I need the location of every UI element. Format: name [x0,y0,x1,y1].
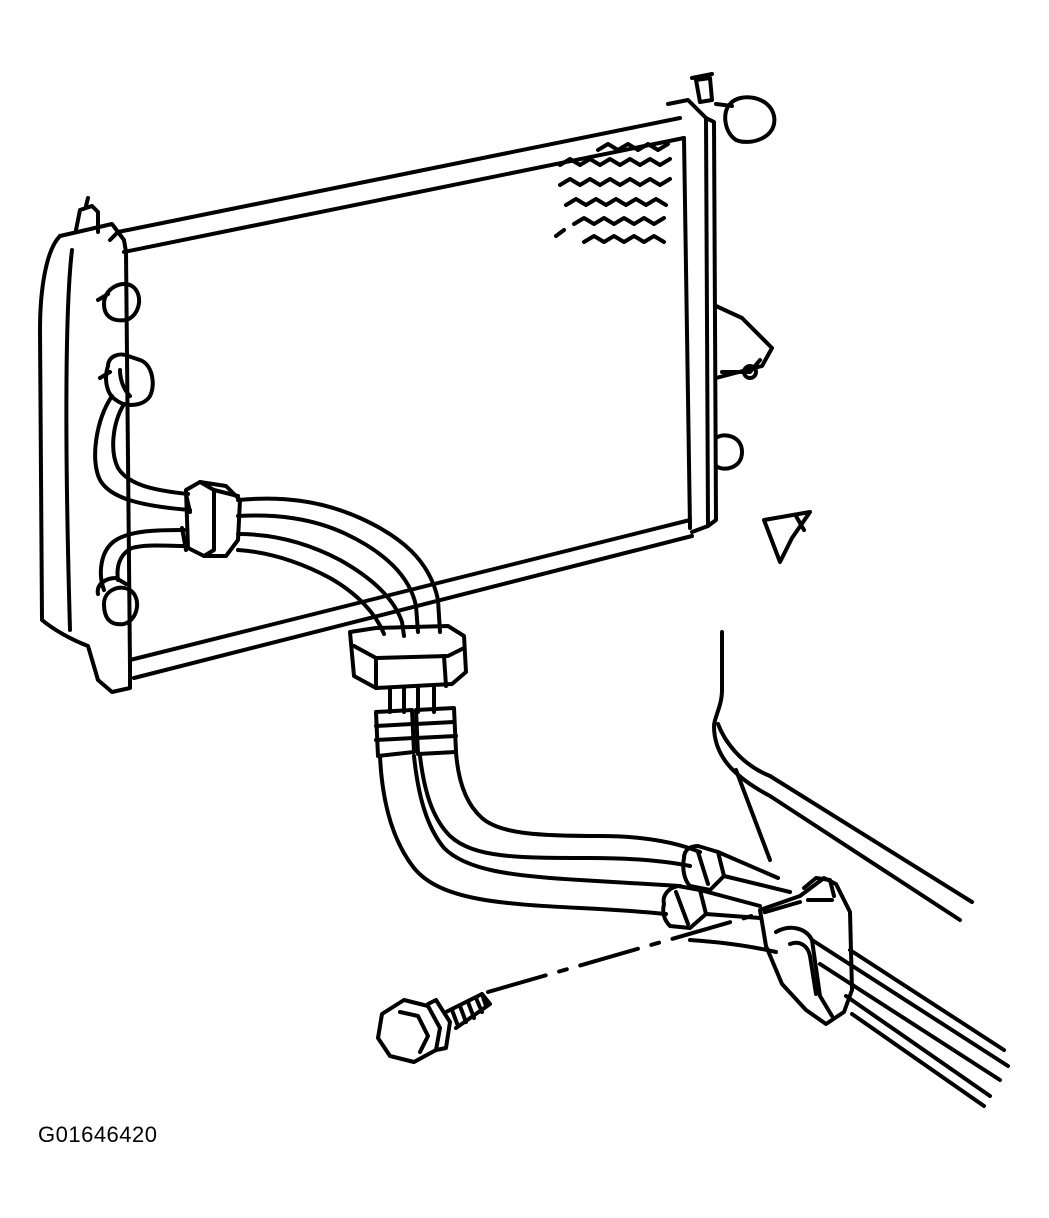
cooler-hoses [378,750,702,916]
mounting-bolt [376,900,802,1064]
radiator-fins [554,142,672,244]
figure-code: G01646420 [38,1122,158,1147]
hose-ferrules [374,706,458,758]
transmission-case [688,630,1010,1108]
radiator-right-tank [666,72,777,534]
radiator [38,72,777,694]
view-direction-arrow [762,510,812,564]
radiator-left-tank [38,196,142,694]
line-junction-block [348,624,468,714]
cooler-lines-upper [93,394,442,638]
transmission-fittings [661,844,792,930]
